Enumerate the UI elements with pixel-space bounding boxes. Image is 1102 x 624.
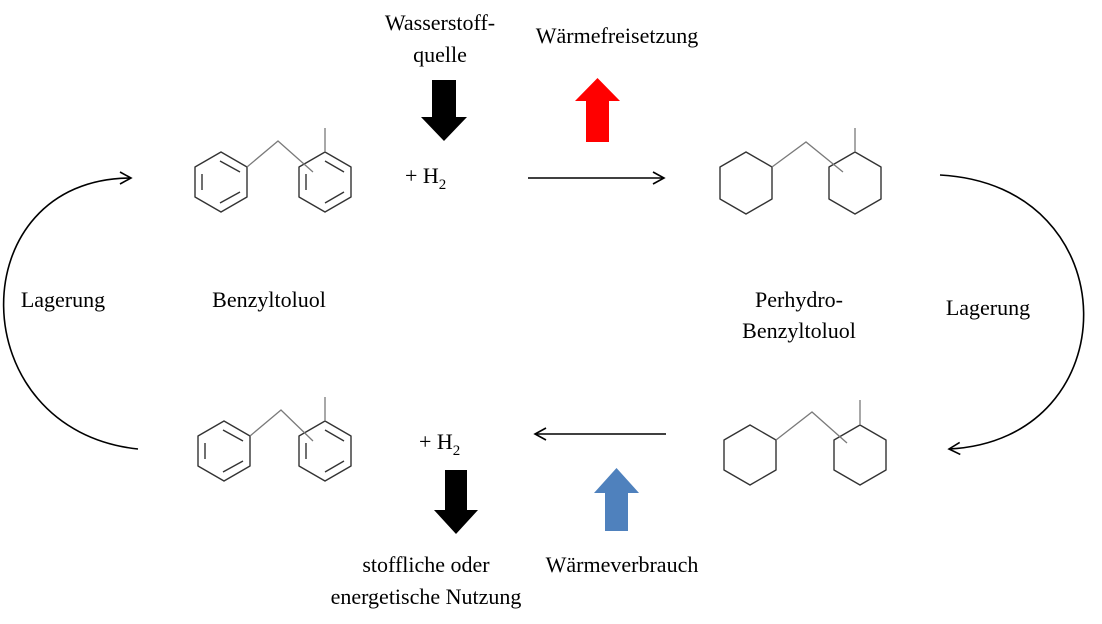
- benzyltoluene-molecule-bottom: [197, 397, 352, 482]
- perhydro-benzyltoluene-molecule-bottom: [723, 400, 887, 486]
- perhydro-benzyltoluene-molecule-top: [719, 128, 882, 215]
- benzyltoluene-molecule-top: [194, 128, 352, 213]
- heat-release-label: Wärmefreisetzung: [536, 23, 698, 48]
- hydrogen-source-label-line1: Wasserstoff-: [385, 10, 495, 35]
- heat-consumption-arrow: [594, 468, 639, 531]
- usage-label-line1: stoffliche oder: [362, 552, 490, 577]
- usage-label-line2: energetische Nutzung: [331, 584, 522, 609]
- storage-arc-left: [2, 171, 139, 450]
- storage-arc-right: [939, 174, 1085, 456]
- heat-release-arrow: [575, 78, 620, 142]
- hydrogen-output-arrow: [434, 470, 478, 534]
- storage-label-left: Lagerung: [21, 287, 105, 312]
- hydrogen-source-label-line2: quelle: [413, 42, 467, 67]
- plus-h2-top: + H2: [405, 163, 446, 193]
- hydrogen-supply-arrow: [421, 80, 467, 141]
- plus-h2-bottom: + H2: [419, 429, 460, 459]
- benzyltoluene-label: Benzyltoluol: [212, 287, 326, 312]
- storage-label-right: Lagerung: [946, 295, 1030, 320]
- heat-consumption-label: Wärmeverbrauch: [546, 552, 699, 577]
- perhydro-label-line2: Benzyltoluol: [742, 318, 856, 343]
- perhydro-label-line1: Perhydro-: [755, 287, 843, 312]
